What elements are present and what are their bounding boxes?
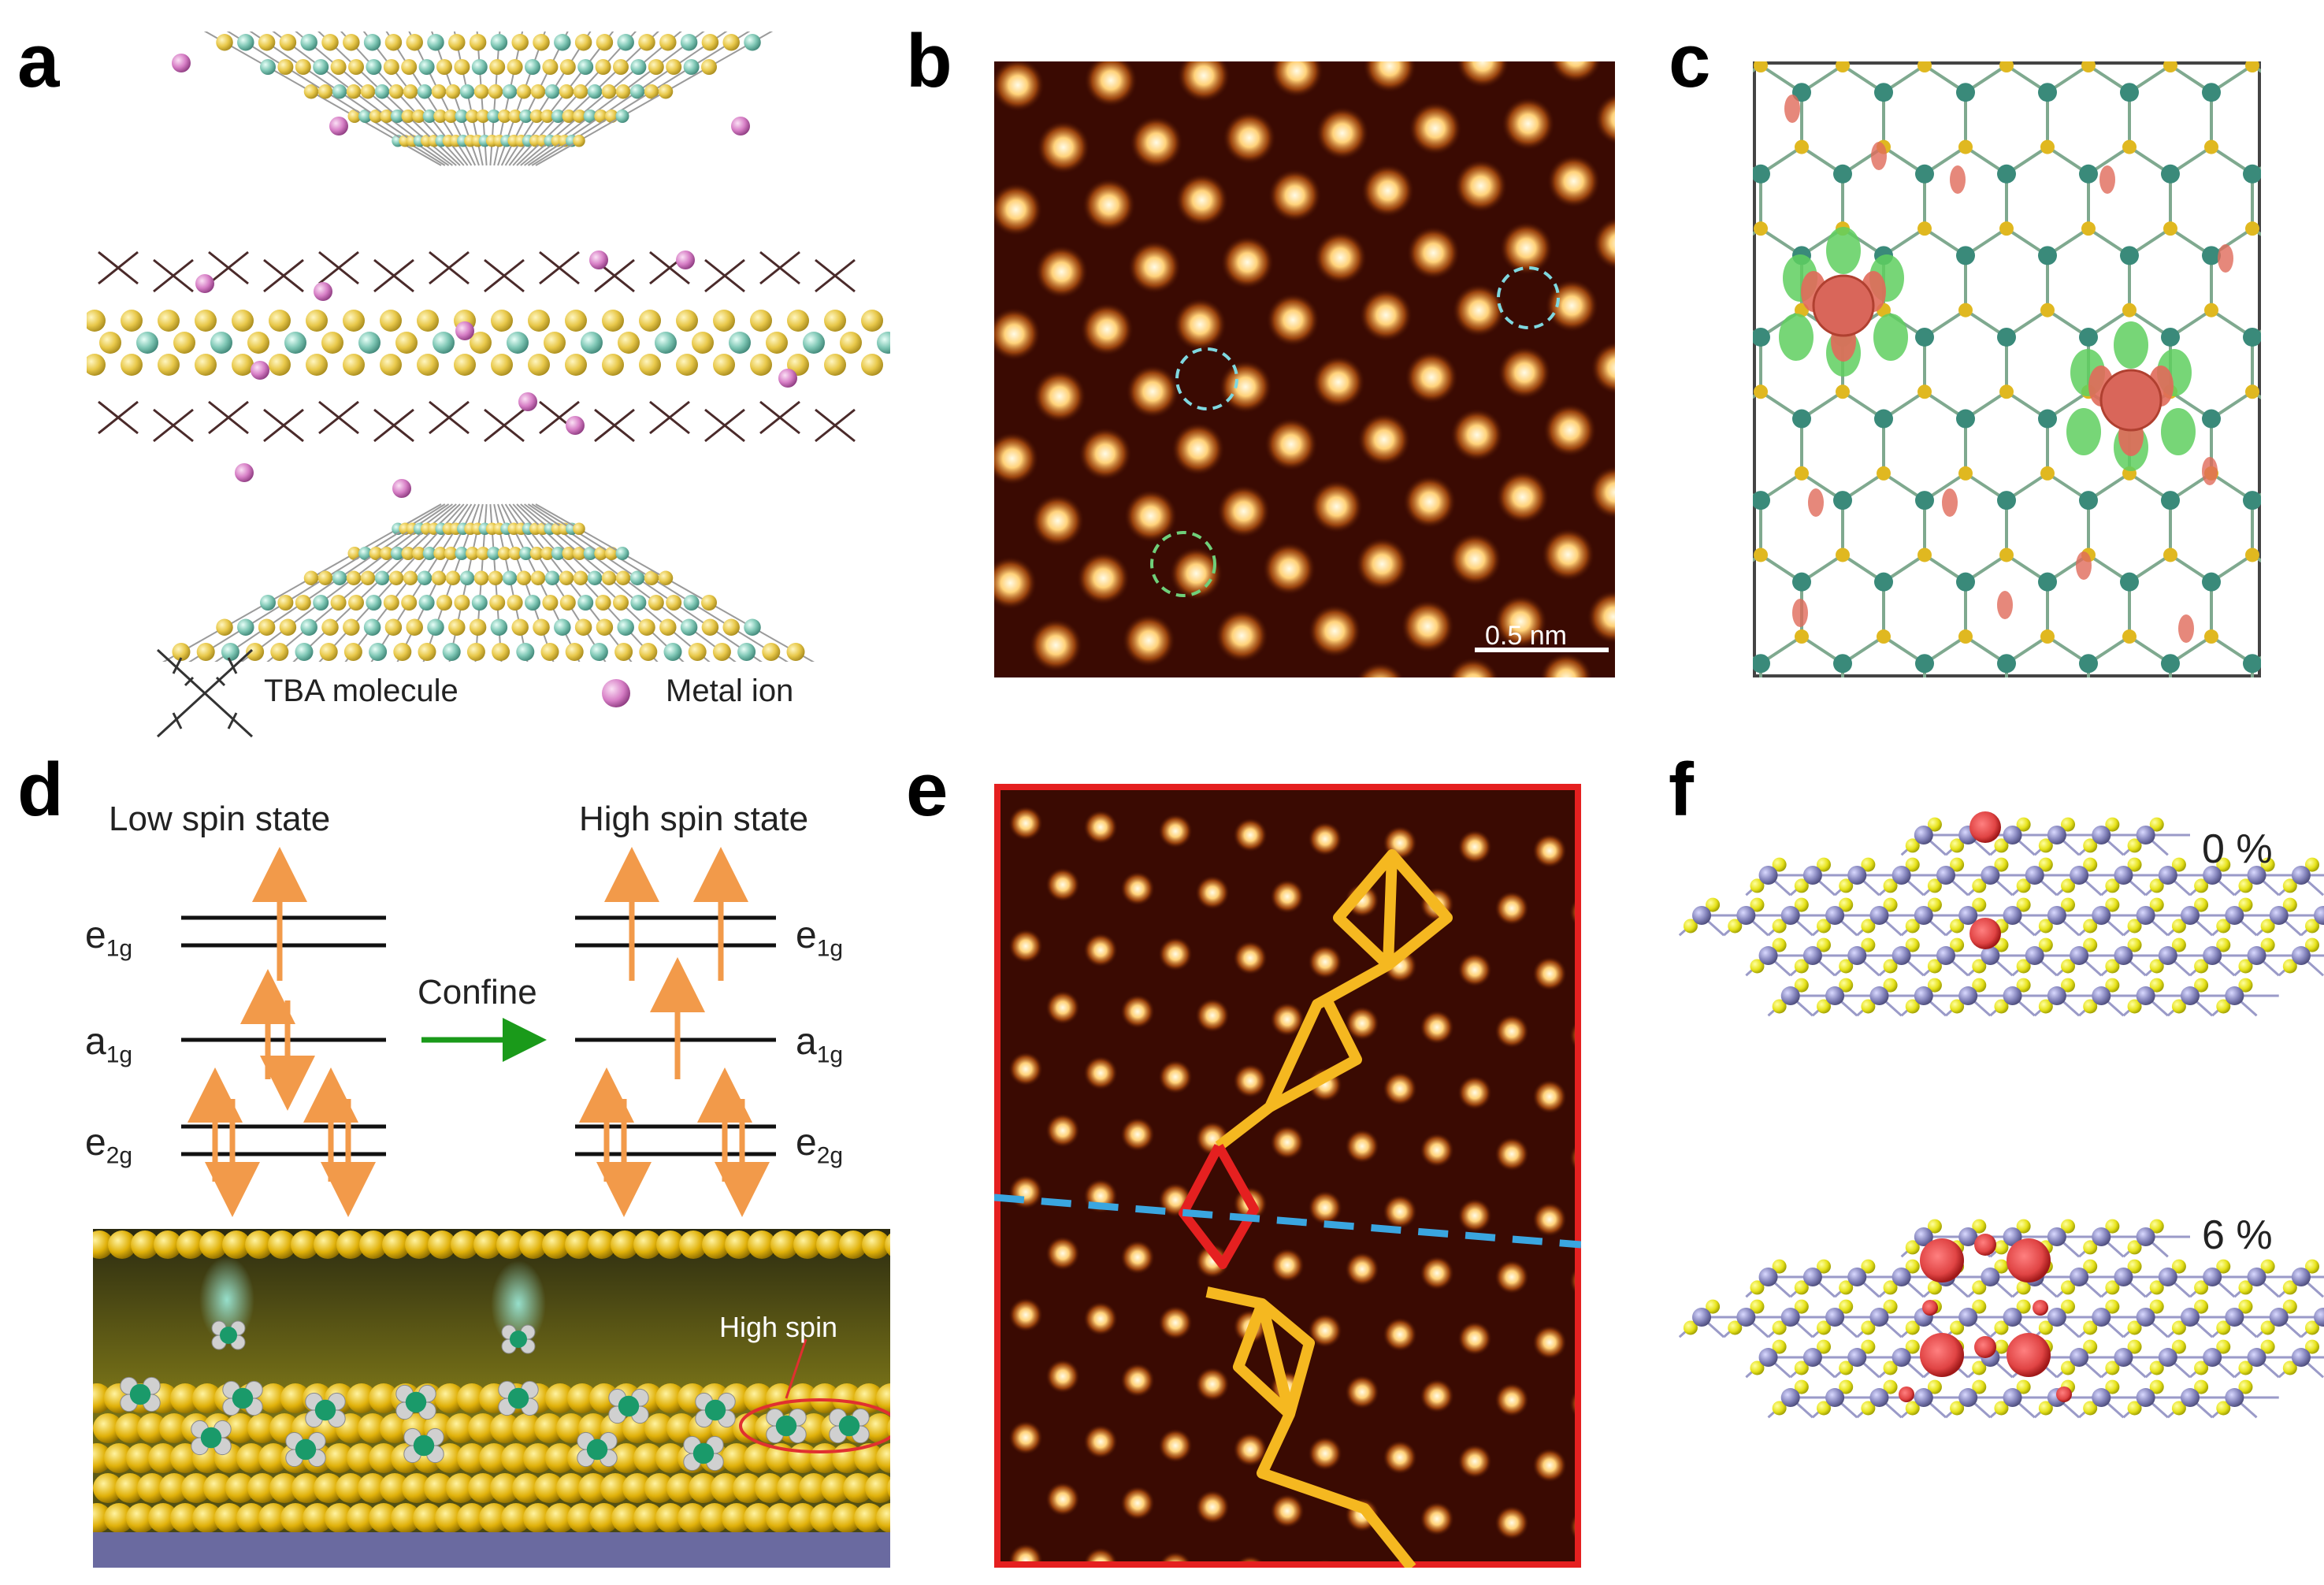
level-e2g-left: e2g [85,1122,133,1169]
level-e1g-left: e1g [85,915,133,962]
dashed-line [994,1193,1581,1249]
panel-d-confinement-render: High spin [93,1229,890,1568]
panel-letter-b: b [906,19,952,103]
level-a1g-left: a1g [85,1021,133,1068]
tba-molecule-icon [156,648,254,738]
panel-letter-d: d [17,748,64,832]
high-spin-ellipse [739,1398,890,1453]
low-spin-title: Low spin state [109,800,331,838]
confine-label: Confine [418,973,537,1012]
panel-letter-a: a [17,19,60,103]
level-e2g-right: e2g [796,1122,844,1169]
panel-letter-c: c [1669,19,1711,103]
panel-d-energy-diagram [181,847,776,1217]
level-a1g-right: a1g [796,1021,844,1068]
panel-e-stem-image [994,784,1581,1568]
strain-label-6: 6 % [2202,1212,2273,1258]
panel-letter-f: f [1669,748,1694,832]
panel-letter-e: e [906,748,949,832]
high-spin-title: High spin state [579,800,809,838]
strain-label-0: 0 % [2202,826,2273,872]
legend-tba-label: TBA molecule [264,674,458,708]
zigzag-top [1215,849,1453,1151]
scale-bar-label: 0.5 nm [1485,621,1567,651]
panel-b-stem-image: 0.5 nm [994,61,1615,677]
legend-metal-label: Metal ion [666,674,794,708]
high-spin-label: High spin [719,1311,837,1343]
level-e1g-right: e1g [796,915,844,962]
metal-ion-icon [602,679,630,707]
panel-c-spin-density [1753,61,2261,677]
zigzag-bottom [1205,1286,1416,1568]
panel-a-structure-render [87,32,890,662]
panel-f-strain-lattices [1678,811,2324,1419]
red-rhombus [1179,1144,1259,1269]
